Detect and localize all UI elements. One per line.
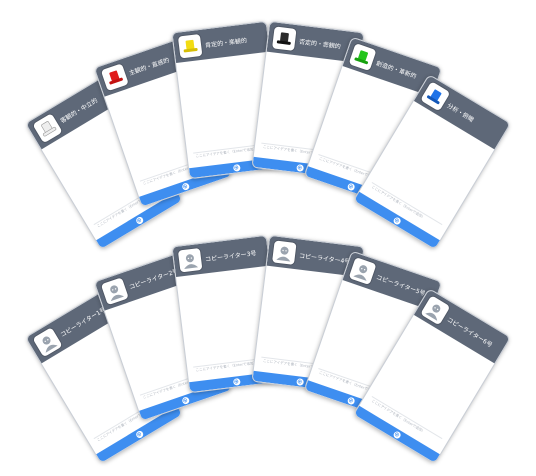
card-title: コピーライター4号 xyxy=(298,252,351,266)
thumbnail xyxy=(348,257,377,286)
copywriter-card-4[interactable]: コピーライター4号 ここにアイデアを書く（Enterで追加） ⊕ xyxy=(251,234,365,394)
yellow-hat-icon xyxy=(183,39,198,53)
card-header: コピーライター1号 xyxy=(26,289,123,364)
card-header: コピーライター3号 xyxy=(172,235,270,278)
card-header: コピーライター5号 xyxy=(342,251,442,311)
thumbnail xyxy=(100,63,129,92)
hat-card-blue[interactable]: 分析・俯瞰 ここにアイデアを書く（Enterで追加） ⊕ xyxy=(352,73,512,251)
copywriter-card-5[interactable]: コピーライター5号 ここにアイデアを書く（Enterで追加） ⊕ xyxy=(303,250,443,422)
hat-card-red[interactable]: 主観的・直感的 ここにアイデアを書く（Enterで追加） ⊕ xyxy=(93,36,233,208)
copywriter-avatar-icon xyxy=(184,254,199,270)
thumbnail xyxy=(272,26,297,51)
thumbnail xyxy=(420,295,451,326)
copywriter-avatar-icon xyxy=(42,336,58,353)
card-header: 客観的・中立的 xyxy=(26,75,123,150)
add-icon[interactable]: ⊕ xyxy=(346,395,356,405)
thumbnail xyxy=(348,43,377,72)
add-icon[interactable]: ⊕ xyxy=(134,215,144,226)
blue-hat-icon xyxy=(426,89,442,105)
copywriter-avatar-icon xyxy=(353,265,368,281)
card-title: 肯定的・楽観的 xyxy=(204,36,248,49)
thumbnail xyxy=(32,113,63,144)
card-header: 否定的・悲観的 xyxy=(266,21,364,64)
thumbnail xyxy=(177,247,203,273)
copywriter-card-2[interactable]: コピーライター2号 ここにアイデアを書く（Enterで追加） ⊕ xyxy=(93,250,233,422)
hat-card-yellow[interactable]: 肯定的・楽観的 ここにアイデアを書く（Enterで追加） ⊕ xyxy=(171,20,285,180)
thumbnail xyxy=(32,327,63,358)
add-icon[interactable]: ⊕ xyxy=(392,215,402,226)
add-icon[interactable]: ⊕ xyxy=(180,395,190,405)
copywriter-avatar-icon xyxy=(276,246,291,262)
thumbnail xyxy=(420,81,451,112)
card-header: コピーライター2号 xyxy=(94,251,194,311)
card-title: 創造的・革新的 xyxy=(375,59,418,80)
add-icon[interactable]: ⊕ xyxy=(134,429,144,440)
card-title: 分析・俯瞰 xyxy=(445,101,476,124)
add-icon[interactable]: ⊕ xyxy=(180,181,190,191)
card-title: 客観的・中立的 xyxy=(59,96,99,125)
card-header: コピーライター6号 xyxy=(413,289,510,364)
black-hat-icon xyxy=(276,32,291,45)
card-title: コピーライター3号 xyxy=(204,249,257,263)
copywriter-card-6[interactable]: コピーライター6号 ここにアイデアを書く（Enterで追加） ⊕ xyxy=(352,287,512,465)
green-hat-icon xyxy=(354,50,369,65)
thumbnail xyxy=(177,33,203,59)
add-icon[interactable]: ⊕ xyxy=(392,429,402,440)
hat-card-black[interactable]: 否定的・悲観的 ここにアイデアを書く（Enterで追加） ⊕ xyxy=(251,20,365,180)
card-header: 主観的・直感的 xyxy=(94,37,194,97)
add-icon[interactable]: ⊕ xyxy=(232,163,241,172)
card-header: 分析・俯瞰 xyxy=(413,75,510,150)
white-hat-icon xyxy=(41,121,57,137)
card-title: 否定的・悲観的 xyxy=(298,38,342,51)
add-icon[interactable]: ⊕ xyxy=(295,163,304,172)
card-title: 主観的・直感的 xyxy=(128,56,171,77)
hat-card-green[interactable]: 創造的・革新的 ここにアイデアを書く（Enterで追加） ⊕ xyxy=(303,36,443,208)
copywriter-card-3[interactable]: コピーライター3号 ここにアイデアを書く（Enterで追加） ⊕ xyxy=(171,234,285,394)
red-hat-icon xyxy=(109,70,123,85)
hat-card-white[interactable]: 客観的・中立的 ここにアイデアを書く（Enterで追加） ⊕ xyxy=(24,73,184,251)
copywriter-avatar-icon xyxy=(110,285,125,302)
card-title: コピーライター2号 xyxy=(128,267,180,291)
card-header: 創造的・革新的 xyxy=(342,37,442,97)
add-icon[interactable]: ⊕ xyxy=(232,377,241,386)
card-title: コピーライター5号 xyxy=(375,273,427,297)
thumbnail xyxy=(272,240,297,265)
copywriter-avatar-icon xyxy=(425,304,441,321)
card-header: 肯定的・楽観的 xyxy=(172,21,270,64)
add-icon[interactable]: ⊕ xyxy=(295,377,304,386)
copywriter-card-1[interactable]: コピーライター1号 ここにアイデアを書く（Enterで追加） ⊕ xyxy=(24,287,184,465)
card-header: コピーライター4号 xyxy=(266,235,364,278)
thumbnail xyxy=(100,277,129,306)
add-icon[interactable]: ⊕ xyxy=(346,181,356,191)
